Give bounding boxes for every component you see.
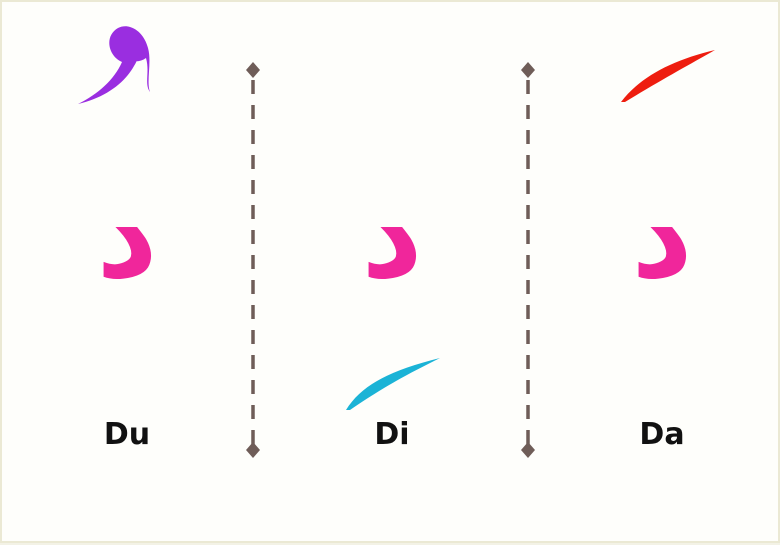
label-di: Di [374, 417, 410, 452]
letter-dal: د [361, 167, 423, 306]
divider-bottom-diamond [246, 442, 260, 458]
letter-dal: د [96, 167, 158, 306]
label-du: Du [103, 417, 151, 452]
divider-bottom-diamond [521, 442, 535, 458]
dashed-divider-right [521, 62, 535, 458]
column-da: د Da [537, 2, 780, 545]
dashed-divider-left [246, 62, 260, 458]
damma-stroke [78, 26, 150, 105]
label-da: Da [639, 417, 685, 452]
fatha-mark [621, 50, 715, 102]
divider-top-diamond [521, 62, 535, 78]
damma-mark [78, 26, 150, 105]
column-di: د Di [267, 2, 517, 545]
fatha-stroke [621, 50, 715, 102]
letter-dal: د [631, 167, 693, 306]
column-du: د Du [2, 2, 252, 545]
kasra-mark [346, 358, 440, 410]
kasra-stroke [346, 358, 440, 410]
divider-top-diamond [246, 62, 260, 78]
